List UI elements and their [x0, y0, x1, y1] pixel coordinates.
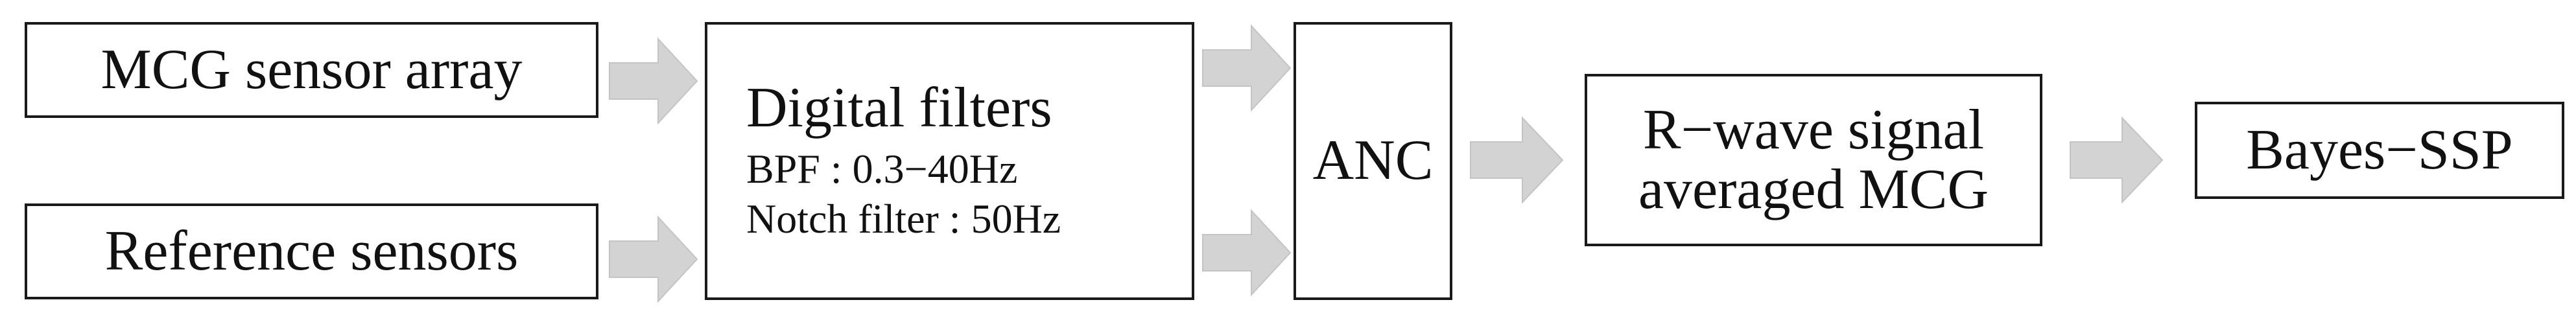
anc-label: ANC: [1312, 129, 1434, 192]
arrow-filters-to-anc-upper: [1202, 24, 1292, 112]
arrow-anc-to-r-wave: [1470, 116, 1564, 204]
arrow-mcg-to-filters: [609, 37, 698, 125]
bpf-spec-text: BPF : 0.3−40Hz: [746, 145, 1018, 192]
arrow-filters-to-anc-lower: [1202, 209, 1292, 297]
mcg-sensor-array-label: MCG sensor array: [100, 38, 523, 101]
anc-box: ANC: [1294, 22, 1452, 300]
arrow-r-wave-to-bayes-ssp: [2070, 116, 2164, 204]
arrow-reference-to-filters: [609, 215, 698, 303]
digital-filters-label: Digital filters: [746, 76, 1052, 139]
bayes-ssp-label: Bayes−SSP: [2246, 118, 2513, 181]
reference-sensors-label: Reference sensors: [104, 219, 519, 283]
r-wave-averaged-mcg-box: R−wave signal averaged MCG: [1585, 74, 2042, 246]
reference-sensors-box: Reference sensors: [25, 203, 598, 299]
averaged-mcg-line: averaged MCG: [1638, 158, 1989, 221]
mcg-sensor-array-box: MCG sensor array: [25, 22, 598, 118]
digital-filters-box: Digital filters BPF : 0.3−40Hz Notch fil…: [705, 22, 1194, 300]
r-wave-signal-line: R−wave signal: [1642, 98, 1985, 161]
notch-filter-spec-text: Notch filter : 50Hz: [746, 195, 1061, 242]
bayes-ssp-box: Bayes−SSP: [2195, 102, 2564, 199]
